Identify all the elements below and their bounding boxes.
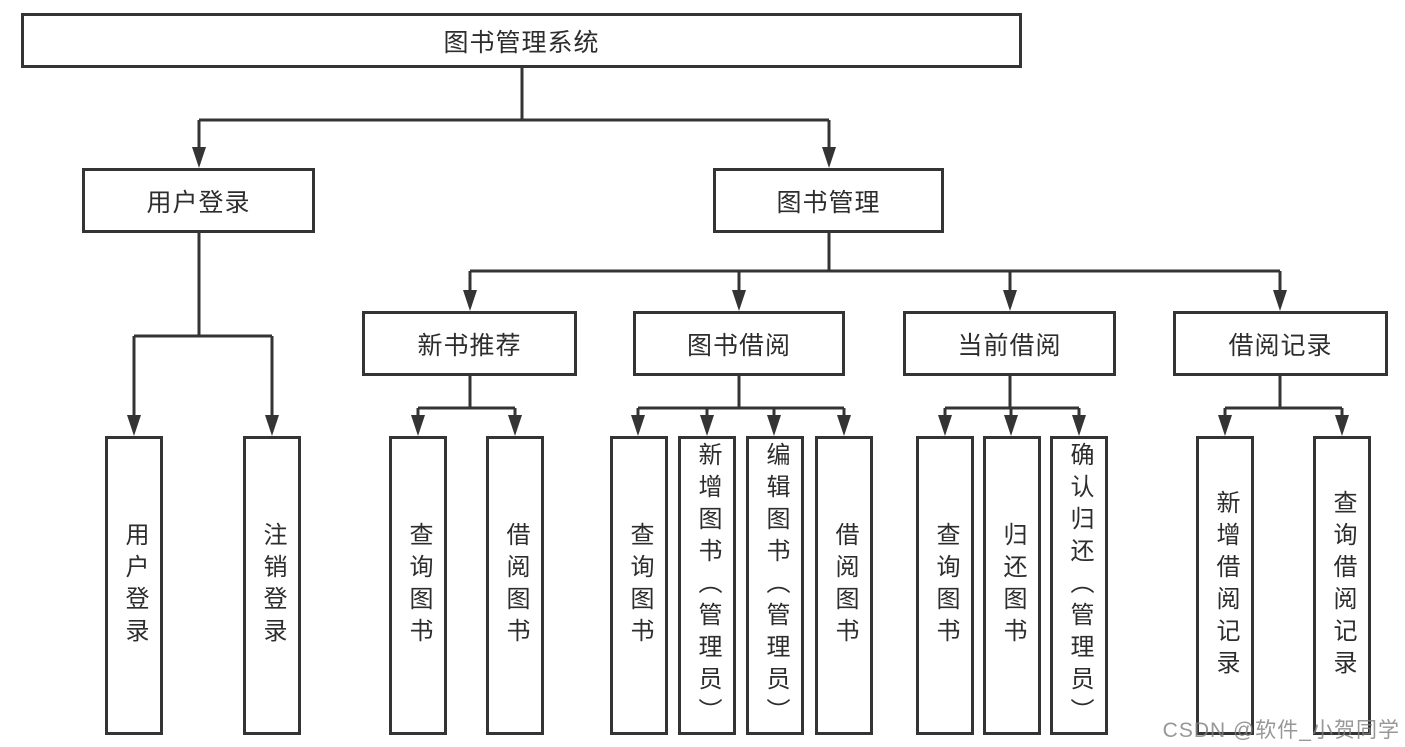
leaf-search-books-current: 查询图书 — [916, 436, 974, 735]
leaf-add-books-admin: 新增图书（管理员） — [678, 436, 736, 735]
node-user-login: 用户登录 — [82, 168, 315, 233]
leaf-confirm-return-admin: 确认归还（管理员） — [1050, 436, 1108, 735]
leaf-search-books-recommend: 查询图书 — [389, 436, 447, 735]
node-label: 图书管理系统 — [443, 28, 600, 57]
leaf-label: 查询图书 — [932, 521, 959, 650]
leaf-label: 用户登录 — [121, 521, 148, 650]
leaf-label: 确认归还（管理员） — [1066, 441, 1093, 730]
node-book-management: 图书管理 — [713, 168, 944, 233]
csdn-watermark: CSDN @软件_小贺同学 — [1162, 719, 1400, 742]
node-label: 用户登录 — [146, 188, 251, 217]
node-label: 当前借阅 — [957, 331, 1062, 360]
leaf-label: 归还图书 — [999, 521, 1026, 650]
leaf-borrow-books-recommend: 借阅图书 — [486, 436, 544, 735]
leaf-label: 查询图书 — [626, 521, 653, 650]
leaf-label: 编辑图书（管理员） — [762, 441, 789, 730]
leaf-label: 借阅图书 — [831, 521, 858, 650]
node-label: 新书推荐 — [417, 331, 522, 360]
leaf-borrow-books: 借阅图书 — [815, 436, 873, 735]
leaf-label: 注销登录 — [259, 521, 286, 650]
leaf-label: 借阅图书 — [502, 521, 529, 650]
node-library-management-system: 图书管理系统 — [21, 13, 1022, 68]
leaf-label: 新增借阅记录 — [1212, 489, 1239, 682]
leaf-user-login: 用户登录 — [105, 436, 163, 735]
node-label: 图书管理 — [776, 188, 881, 217]
node-label: 借阅记录 — [1228, 331, 1333, 360]
leaf-logout: 注销登录 — [243, 436, 301, 735]
node-new-book-recommendation: 新书推荐 — [362, 311, 577, 376]
leaf-label: 查询图书 — [405, 521, 432, 650]
leaf-add-borrow-record: 新增借阅记录 — [1196, 436, 1254, 735]
node-borrow-records: 借阅记录 — [1173, 311, 1388, 376]
leaf-label: 查询借阅记录 — [1329, 489, 1356, 682]
node-current-borrowing: 当前借阅 — [903, 311, 1116, 376]
leaf-label: 新增图书（管理员） — [694, 441, 721, 730]
leaf-edit-books-admin: 编辑图书（管理员） — [746, 436, 804, 735]
node-label: 图书借阅 — [686, 331, 791, 360]
node-book-borrowing: 图书借阅 — [633, 311, 845, 376]
leaf-return-books: 归还图书 — [983, 436, 1041, 735]
leaf-search-borrow-record: 查询借阅记录 — [1313, 436, 1371, 735]
leaf-search-books-borrowing: 查询图书 — [610, 436, 668, 735]
